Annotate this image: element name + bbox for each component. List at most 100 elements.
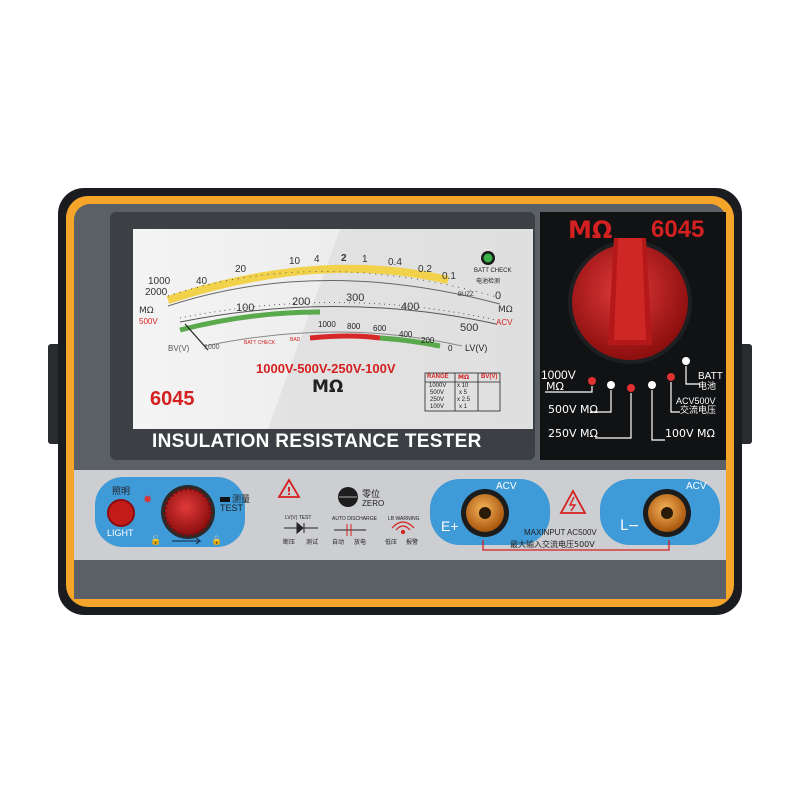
discharge-cn-a: 自动	[332, 539, 345, 546]
mid-tick-300: 300	[346, 292, 365, 304]
range-line: 1000V-500V-250V-100V	[256, 361, 396, 376]
lv-test-caption: LV(V) TEST	[285, 515, 312, 521]
terminal-bracket	[482, 540, 670, 551]
range-100v-label: 100V MΩ	[665, 427, 715, 440]
lower-tick-0: 0	[448, 344, 453, 353]
lv-test-icon	[284, 521, 318, 535]
upper-tick-0-2: 0.2	[418, 264, 432, 275]
acv-scale-label: ACV	[496, 318, 513, 327]
upper-tick-2: 2	[341, 253, 347, 264]
lower-scale-unit: LV(V)	[465, 343, 488, 353]
meter-scales	[166, 264, 501, 351]
range-acv-cn: 交流电压	[680, 406, 717, 416]
light-indicator-icon: ✸	[143, 493, 152, 506]
range-table-row-2-range: 500V	[430, 390, 445, 396]
discharge-icon	[334, 524, 366, 536]
range-batt-label: BATT	[698, 371, 723, 382]
terminal-e-acv-label: ACV	[496, 481, 517, 492]
range-500v-label: 500V MΩ	[548, 403, 598, 416]
low-battery-warning-icon	[391, 521, 415, 535]
bv-label: BV(V)	[168, 344, 190, 353]
light-label: LIGHT	[107, 528, 134, 538]
terminal-l-acv-label: ACV	[686, 481, 707, 492]
discharge-caption: AUTO DISCHARGE	[332, 516, 377, 522]
test-label: TEST	[220, 503, 244, 513]
max-input-cn: 最大输入交流电压500V	[510, 540, 595, 549]
range-table-header-bv: BV(V)	[481, 374, 498, 380]
batt-check-cn: 电池检测	[476, 278, 501, 285]
range-1000v-unit: MΩ	[546, 380, 564, 393]
range-table: RANGE MΩ BV(V) 1000V x 10 500V x 5 250V …	[425, 373, 500, 411]
upper-tick-0-4: 0.4	[388, 257, 402, 268]
mid-tick-400: 400	[401, 301, 420, 313]
light-button[interactable]	[107, 499, 135, 527]
high-voltage-icon	[559, 489, 587, 514]
upper-scale-left-1000: 1000	[148, 276, 171, 287]
range-table-row-1-factor: x 10	[457, 383, 469, 389]
batt-check-scale-label: BATT CHECK	[244, 340, 276, 346]
meter-glass-shade	[268, 229, 533, 429]
warning-icon	[277, 478, 301, 498]
svg-text:!: !	[286, 485, 291, 498]
lv-test-cn-a: 断压	[283, 539, 296, 546]
range-table-row-3-factor: x 2.5	[457, 397, 471, 403]
upper-scale-voltage: 500V	[139, 317, 158, 326]
upper-tick-10: 10	[289, 256, 301, 267]
zero-label: ZERO	[362, 499, 385, 508]
upper-tick-4: 4	[314, 254, 320, 265]
buzz-label: BUZZ	[458, 292, 474, 298]
brand-model-number: 6045	[651, 216, 705, 243]
lower-tick-400: 400	[399, 330, 413, 339]
upper-scale-left-2000: 2000	[145, 287, 168, 298]
upper-tick-20: 20	[235, 264, 247, 275]
warning-caption: LB WARNING	[388, 516, 420, 522]
zero-cn-label: 零位	[362, 490, 381, 500]
batt-check-label: BATT CHECK	[474, 268, 512, 274]
lock-left-icon: 🔓	[150, 534, 161, 546]
bv-min-label: 1000	[204, 344, 220, 351]
mid-tick-500: 500	[460, 322, 479, 334]
lower-tick-600: 600	[373, 324, 387, 333]
face-unit: MΩ	[312, 377, 344, 397]
range-250v-label: 250V MΩ	[548, 427, 598, 440]
upper-tick-0-1: 0.1	[442, 271, 456, 282]
mid-tick-200: 200	[292, 296, 311, 308]
range-selector-knob[interactable]	[568, 238, 692, 364]
test-cn-label: 测量	[232, 495, 251, 505]
range-table-row-2-factor: x 5	[459, 390, 468, 396]
discharge-cn-b: 放电	[354, 539, 367, 546]
range-1000v-label: 1000V	[541, 368, 576, 382]
test-push-icon	[220, 497, 230, 502]
mid-tick-100: 100	[236, 302, 255, 314]
lower-tick-800: 800	[347, 322, 361, 331]
bad-label: BAD	[290, 337, 301, 343]
range-table-row-3-range: 250V	[430, 397, 445, 403]
upper-scale-unit: MΩ	[139, 306, 154, 316]
selector-position-dots	[588, 357, 690, 392]
light-cn-label: 照明	[112, 487, 131, 497]
warning-cn-b: 报警	[406, 539, 419, 546]
warning-cn-a: 低压	[385, 539, 398, 546]
upper-tick-40: 40	[196, 276, 208, 287]
title-strip: INSULATION RESISTANCE TESTER	[152, 431, 482, 452]
right-scale-unit: MΩ	[498, 305, 513, 315]
max-input-en: MAXINPUT AC500V	[524, 528, 597, 537]
range-table-header-mohm: MΩ	[458, 374, 470, 381]
range-table-row-1-range: 1000V	[429, 383, 447, 389]
bottom-strip	[74, 560, 726, 599]
lower-tick-200: 200	[421, 336, 435, 345]
upper-scale-zero: 0	[495, 290, 502, 302]
brand-unit-symbol: MΩ	[568, 216, 613, 244]
lower-tick-1000: 1000	[318, 320, 336, 329]
range-table-row-4-range: 100V	[430, 404, 445, 410]
face-model: 6045	[150, 388, 195, 410]
terminal-l-sign: L−	[620, 518, 640, 534]
lock-right-icon: 🔒	[211, 535, 222, 546]
range-batt-cn: 电池	[698, 382, 717, 392]
terminal-e-sign: E+	[441, 518, 459, 534]
upper-tick-1: 1	[362, 254, 368, 265]
range-table-grid	[424, 372, 501, 412]
range-table-row-4-factor: x 1	[459, 404, 468, 410]
rotate-arrow-icon	[172, 537, 202, 545]
